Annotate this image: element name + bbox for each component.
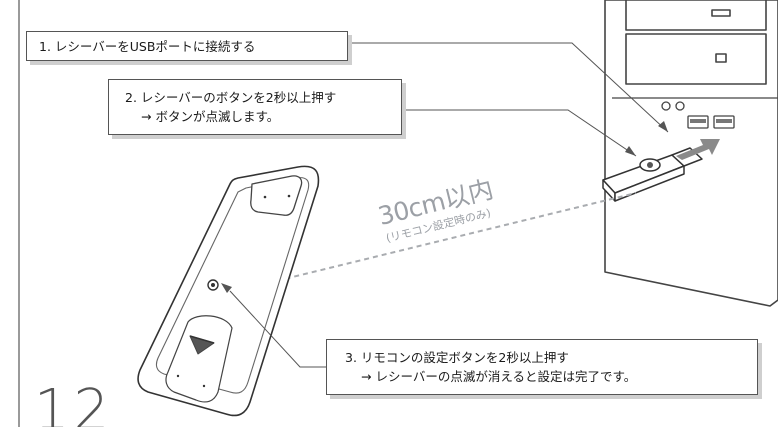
range-line [267,192,637,284]
step2-text: 2. レシーバーのボタンを2秒以上押す [125,90,337,105]
tower-front-details [661,101,735,129]
step2-result-text: → ボタンが点滅します。 [141,109,280,124]
step1-text: 1. レシーバーをUSBポートに接続する [39,39,256,54]
page-number: 12 [34,378,114,427]
step3-callout: 3. リモコンの設定ボタンを2秒以上押す → レシーバーの点滅が消えると設定は完… [326,339,758,395]
step3-text: 3. リモコンの設定ボタンを2秒以上押す [345,350,569,365]
step2-callout: 2. レシーバーのボタンを2秒以上押す → ボタンが点滅します。 [108,79,402,135]
insert-arrow-icon [676,139,720,160]
step3-result-text: → レシーバーの点滅が消えると設定は完了です。 [361,369,637,384]
leader-lines [229,42,669,368]
step1-callout: 1. レシーバーをUSBポートに接続する [26,31,348,61]
leader-arrowheads [221,121,668,293]
